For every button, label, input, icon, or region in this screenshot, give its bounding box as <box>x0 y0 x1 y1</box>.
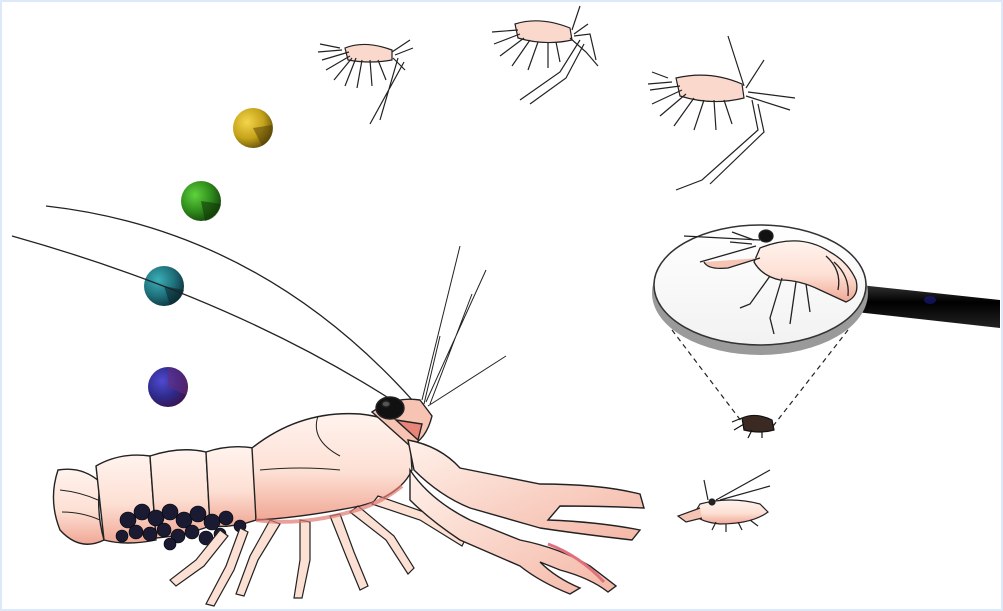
larva-stage-2 <box>492 6 598 104</box>
egg-stage-dots <box>144 108 273 407</box>
larva-stage-1 <box>318 40 413 124</box>
postlarva-actual-size <box>732 415 774 438</box>
juvenile-lobster <box>678 470 770 532</box>
adult-lobster <box>12 206 644 606</box>
larva-stage-3 <box>648 36 795 190</box>
lobster-eye <box>376 397 404 419</box>
